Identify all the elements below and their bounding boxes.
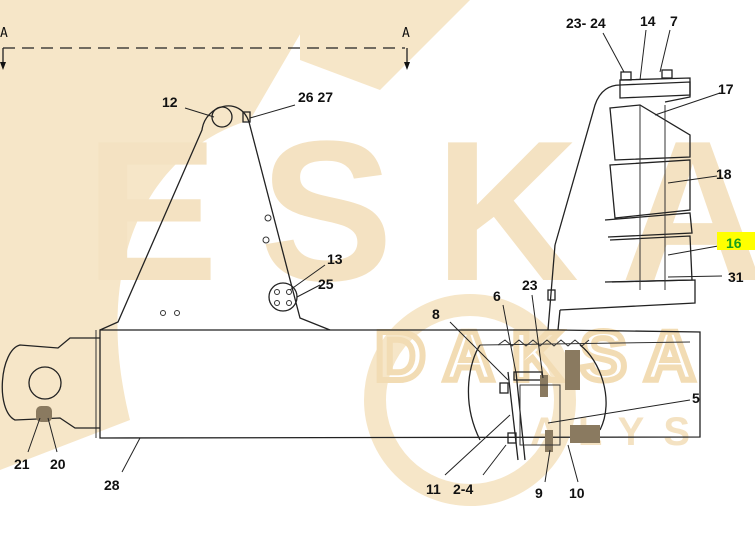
callout-17[interactable]: 17: [718, 81, 734, 97]
callout-26-27[interactable]: 26 27: [298, 89, 333, 105]
watermark-main-text: ESKA: [85, 100, 755, 323]
callout-18[interactable]: 18: [716, 166, 732, 182]
pin-hole-12: [211, 106, 233, 128]
boom-beam: [1, 329, 701, 439]
eye-hole: [28, 366, 62, 400]
swing-bracket: [547, 69, 696, 331]
callout-11[interactable]: 11: [426, 481, 441, 497]
callout-2-4[interactable]: 2-4: [453, 481, 473, 497]
callout-23[interactable]: 23: [522, 277, 538, 293]
grease-nipple: [242, 111, 251, 123]
watermark-swoosh-top: [300, 0, 470, 90]
callout-31[interactable]: 31: [728, 269, 744, 285]
watermark-tertiary-text: ALYS: [530, 410, 690, 454]
bolt-21-20: [36, 406, 52, 422]
watermark-swoosh: [0, 0, 320, 470]
watermark-gear-icon: [364, 294, 576, 506]
watermark: ESKA DAKSA ALYS: [0, 0, 755, 506]
section-line: A A: [0, 26, 410, 70]
callout-21[interactable]: 21: [14, 456, 30, 472]
swing-cylinder-assembly: [467, 339, 691, 461]
callout-28[interactable]: 28: [104, 477, 120, 493]
callout-16[interactable]: 16: [726, 235, 742, 251]
callout-5[interactable]: 5: [692, 390, 700, 406]
leader-lines: [27, 29, 723, 483]
callouts: 12 26 27 13 25 8 6 23 5 11 2-4 9 10 21 2…: [14, 13, 755, 501]
callout-9[interactable]: 9: [535, 485, 543, 501]
callout-12[interactable]: 12: [162, 94, 178, 110]
callout-13[interactable]: 13: [327, 251, 343, 267]
watermark-secondary-text: DAKSA: [375, 317, 695, 395]
callout-10[interactable]: 10: [569, 485, 585, 501]
callout-25[interactable]: 25: [318, 276, 334, 292]
section-mark-left: A: [0, 26, 8, 41]
callout-8[interactable]: 8: [432, 306, 440, 322]
callout-23-24[interactable]: 23- 24: [566, 15, 606, 31]
callout-14[interactable]: 14: [640, 13, 656, 29]
callout-16-highlight: [717, 232, 755, 250]
section-mark-right: A: [402, 26, 410, 41]
callout-6[interactable]: 6: [493, 288, 501, 304]
callout-20[interactable]: 20: [50, 456, 66, 472]
callout-7[interactable]: 7: [670, 13, 678, 29]
